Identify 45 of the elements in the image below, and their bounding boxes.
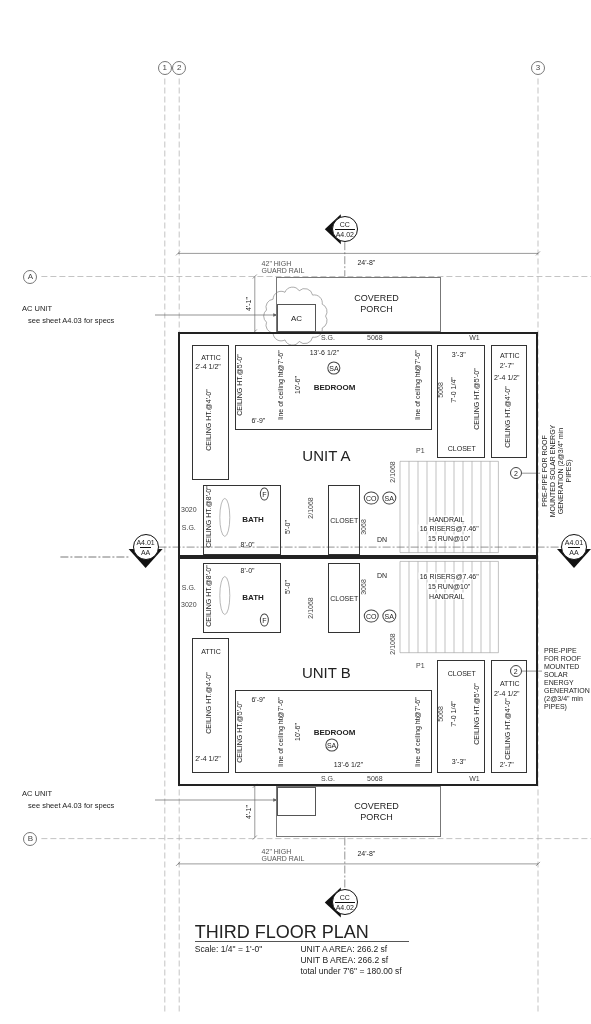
room-name: BATH [242, 594, 264, 603]
porch-outline [276, 276, 441, 332]
room-outline [490, 344, 527, 458]
room-name: COVERED PORCH [353, 800, 400, 823]
section-marker [561, 534, 587, 561]
room-name: COVERED PORCH [353, 293, 400, 315]
grid-bubble: 3 [531, 60, 545, 75]
plan-title: THIRD FLOOR PLAN [194, 923, 409, 943]
area-text: total under 7'6" = 180.00 sf [300, 966, 402, 975]
section-marker [331, 889, 358, 916]
equipment-outline: AC [277, 303, 316, 333]
grid-bubble: A [23, 269, 38, 284]
room-name: BATH [242, 516, 264, 525]
equipment-outline [277, 786, 316, 817]
room-outline [235, 344, 432, 431]
room-outline [327, 563, 360, 633]
room-outline [436, 344, 485, 458]
leader-line [521, 670, 543, 672]
porch-outline [276, 785, 441, 838]
room-outline [202, 485, 281, 555]
leader-line [158, 546, 562, 548]
room-outline [327, 485, 360, 555]
section-marker [132, 534, 159, 561]
room-outline [202, 563, 281, 633]
room-outline [192, 638, 230, 774]
unit-name: UNIT B [301, 664, 351, 680]
section-marker [331, 216, 358, 243]
scale-text: Scale: 1/4" = 1'-0" [194, 944, 263, 953]
room-outline [235, 689, 432, 774]
leader-line [344, 241, 346, 277]
unit-outline [178, 557, 538, 786]
unit-name: UNIT A [302, 447, 351, 462]
room-name: BEDROOM [313, 384, 356, 393]
room-name: BEDROOM [313, 728, 356, 737]
grid-bubble: 1 [157, 60, 172, 75]
unit-outline [178, 331, 538, 557]
room-outline [490, 660, 527, 774]
area-text: UNIT B AREA: 266.2 sf [300, 955, 389, 964]
room-outline [436, 660, 485, 774]
leader-line [344, 837, 346, 890]
area-text: UNIT A AREA: 266.2 sf [300, 944, 388, 953]
room-outline [192, 344, 230, 480]
leader-line [521, 472, 541, 474]
grid-bubble: B [23, 831, 38, 846]
grid-bubble: 2 [172, 60, 187, 75]
